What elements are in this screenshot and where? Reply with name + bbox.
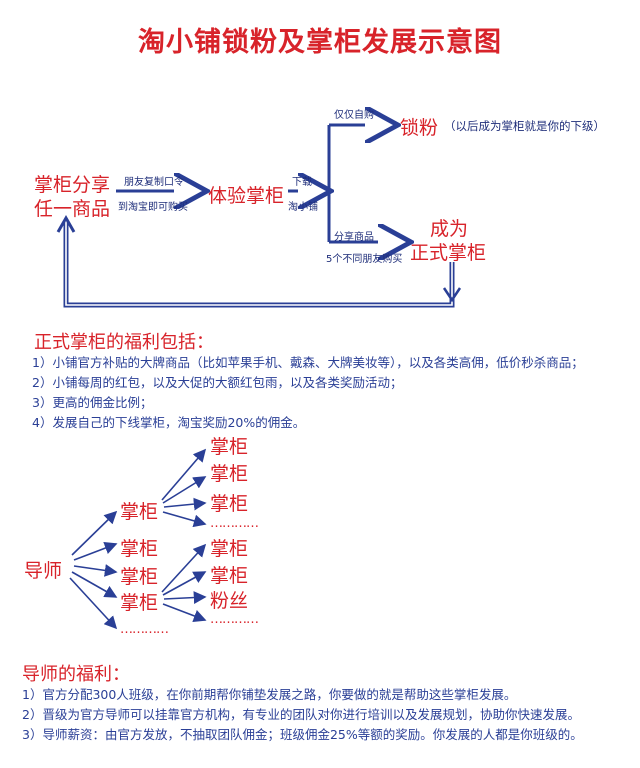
tree-edge-g1-2	[163, 497, 207, 511]
tree-level1-node: 掌柜	[120, 538, 159, 560]
tree-edge-g2-3	[162, 603, 207, 622]
tree-group1-node: 掌柜	[210, 493, 249, 515]
benefit-item: 1）小铺官方补贴的大牌商品（比如苹果手机、戴森、大牌美妆等），以及各类高佣，低价…	[32, 355, 584, 370]
benefit-item: 2）小铺每周的红包，以及大促的大额红包雨，以及各类奖励活动；	[32, 375, 403, 390]
mentor-heading: 导师的福利：	[22, 664, 130, 685]
tree-group1-ellipsis: …………	[210, 516, 259, 531]
return-arrow-down-head	[442, 287, 462, 303]
tree-group2-ellipsis: …………	[210, 612, 259, 627]
tree-edge-g2-2	[163, 591, 207, 604]
edge2-label-bottom: 淘小铺	[288, 202, 318, 213]
tree-group1-node: 掌柜	[210, 463, 249, 485]
tree-edge-root-l1-3	[71, 571, 118, 598]
mentor-item: 2）晋级为官方导师可以挂靠官方机构，有专业的团队对你进行培训以及发展规划，协助你…	[22, 707, 580, 722]
mentor-item: 1）官方分配300人班级，在你前期帮你铺垫发展之路，你要做的就是帮助这些掌柜发展…	[22, 687, 517, 702]
share-node-line1: 掌柜分享	[34, 174, 111, 196]
tree-edges	[69, 448, 207, 630]
tree-edge-root-l1-0	[71, 510, 118, 556]
formal-node-line1: 成为	[430, 218, 469, 240]
lock-note: （以后成为掌柜就是你的下级）	[444, 119, 605, 133]
edge1-label-bottom: 到淘宝即可购买	[118, 202, 188, 213]
mentor-item: 3）导师薪资：由官方发放，不抽取团队佣金；班级佣金25%等额的奖励。你发展的人都…	[22, 727, 583, 742]
tree-edge-root-l1-4	[69, 577, 118, 630]
edge3-label: 仅仅自购	[334, 110, 374, 121]
tree-edge-g2-1	[162, 571, 207, 596]
tree-group2-node: 粉丝	[210, 590, 249, 612]
experience-node: 体验掌柜	[208, 185, 285, 207]
edge4-label-top: 分享商品	[334, 232, 374, 243]
tree-level1-node: 掌柜	[120, 592, 159, 614]
flow-edges	[56, 125, 462, 308]
benefits-heading: 正式掌柜的福利包括：	[34, 332, 214, 353]
share-node-line2: 任一商品	[34, 198, 111, 220]
edge2-label-top: 下载	[292, 177, 312, 188]
formal-node-line2: 正式掌柜	[410, 242, 487, 264]
tree-level1-node: 掌柜	[120, 501, 159, 523]
return-arrow-up-head	[56, 214, 76, 233]
benefit-item: 4）发展自己的下线掌柜，淘宝奖励20%的佣金。	[32, 415, 306, 430]
tree-edge-g1-1	[162, 476, 207, 504]
tree-group2-node: 掌柜	[210, 565, 249, 587]
tree-edge-root-l1-2	[73, 564, 118, 577]
return-loop-inner	[65, 222, 453, 306]
tree-edge-g1-3	[162, 511, 207, 528]
tree-edge-root-l1-1	[73, 542, 118, 561]
edge1-label-top: 朋友复制口令	[124, 177, 184, 188]
lock-node: 锁粉	[400, 117, 439, 139]
tree-group2-node: 掌柜	[210, 538, 249, 560]
tree-edge-g1-0	[161, 448, 207, 501]
tree-level1-node: 掌柜	[120, 566, 159, 588]
benefit-item: 3）更高的佣金比例；	[32, 395, 153, 410]
tree-group1-node: 掌柜	[210, 436, 249, 458]
page-title: 淘小铺锁粉及掌柜发展示意图	[138, 27, 502, 58]
tree-root: 导师	[24, 560, 63, 582]
edge4-label-bottom: 5个不同朋友购买	[326, 254, 403, 265]
tree-edge-g2-0	[161, 543, 207, 593]
tree-level1-ellipsis: …………	[120, 622, 169, 637]
